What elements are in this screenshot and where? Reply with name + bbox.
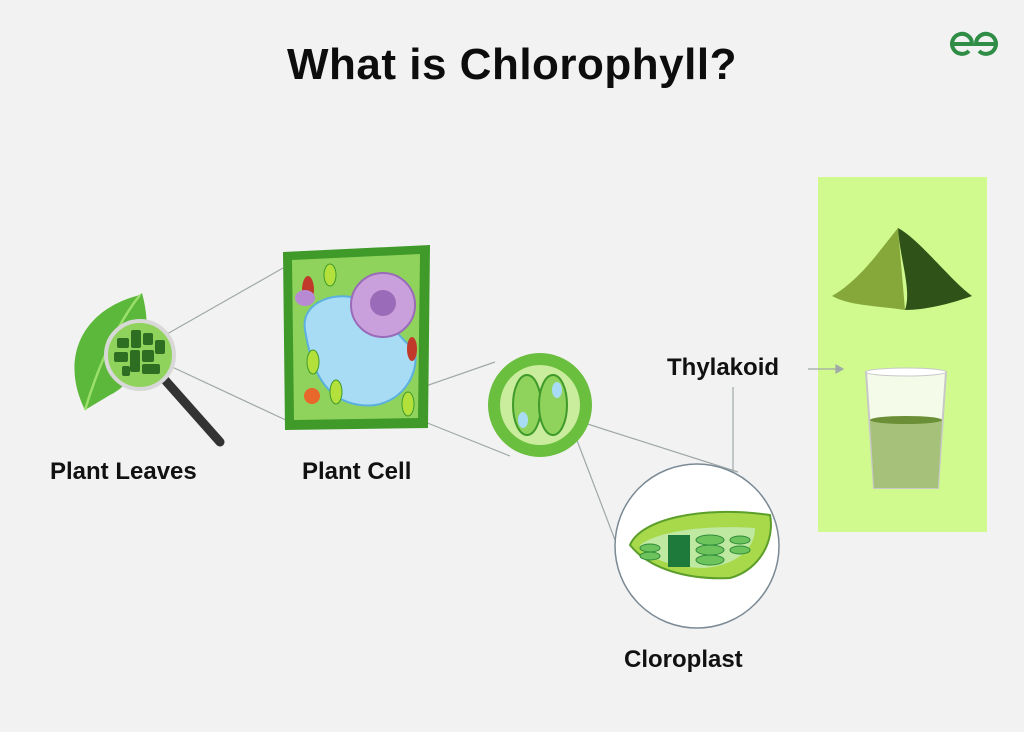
stomata-icon [488, 353, 592, 457]
geeksforgeeks-logo-icon [950, 31, 998, 56]
chlorophyll-powder-icon [832, 228, 972, 310]
chlorophyll-liquid-glass-icon [864, 367, 948, 489]
label-thylakoid: Thylakoid [667, 354, 780, 381]
chloroplast-icon [614, 463, 780, 629]
page-title: What is Chlorophyll? [287, 40, 737, 89]
label-plant-leaves: Plant Leaves [50, 458, 197, 485]
plant-cell-icon [283, 245, 430, 430]
label-cloroplast: Cloroplast [624, 646, 743, 673]
connector-lines [159, 267, 845, 541]
label-plant-cell: Plant Cell [302, 458, 412, 485]
magnifier-icon [104, 319, 225, 447]
